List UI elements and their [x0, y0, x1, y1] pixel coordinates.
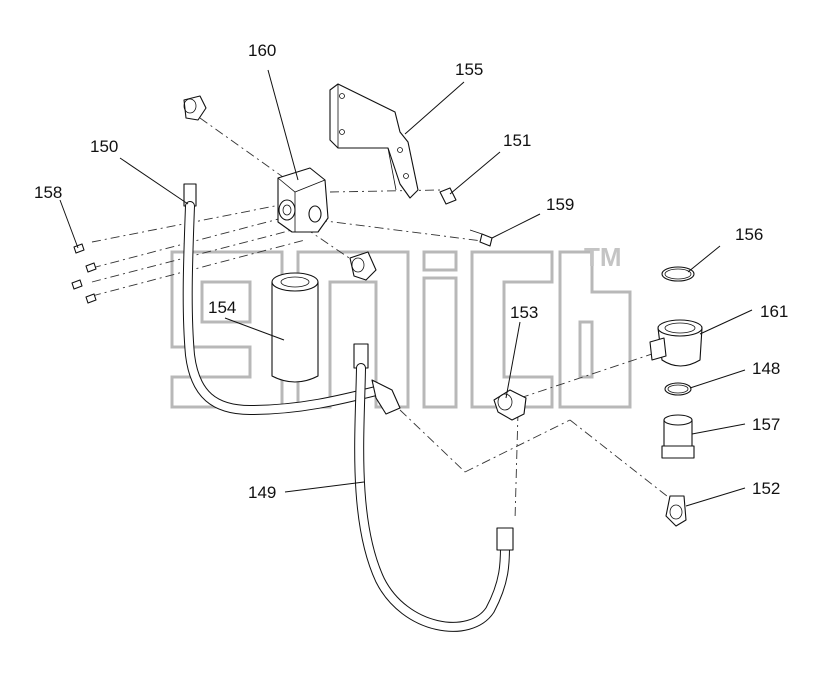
watermark-tm: TM	[584, 242, 622, 272]
hose-149	[353, 343, 514, 632]
bracket-155	[329, 83, 419, 199]
callout-148: 148	[752, 359, 780, 378]
elbow-153	[493, 389, 527, 421]
leader-lines	[59, 69, 753, 507]
callout-153: 153	[510, 303, 538, 322]
callout-155: 155	[455, 60, 483, 79]
filter-element-154	[271, 272, 319, 383]
elbow-fitting-top	[183, 95, 207, 121]
filter-head-160	[277, 167, 329, 233]
callout-157: 157	[752, 415, 780, 434]
centerlines	[91, 117, 673, 521]
housing-161	[649, 319, 703, 367]
callout-151: 151	[503, 131, 531, 150]
elbow-fitting-mid	[349, 251, 377, 281]
callout-154: 154	[208, 298, 236, 317]
screws-158	[71, 243, 97, 304]
callout-labels: 160 155 150 151 158 159 156 154 153 161 …	[34, 41, 788, 502]
callout-152: 152	[752, 479, 780, 498]
o-ring-156	[661, 266, 695, 282]
fitting-152	[665, 495, 687, 527]
bolt-159	[469, 229, 493, 247]
callout-161: 161	[760, 302, 788, 321]
callout-150: 150	[90, 137, 118, 156]
callout-159: 159	[546, 195, 574, 214]
o-ring-148	[664, 382, 692, 396]
hose-150	[182, 183, 401, 416]
callout-156: 156	[735, 225, 763, 244]
callout-158: 158	[34, 183, 62, 202]
adapter-157	[661, 414, 695, 459]
callout-160: 160	[248, 41, 276, 60]
watermark-logo: TM	[170, 242, 632, 409]
callout-149: 149	[248, 483, 276, 502]
